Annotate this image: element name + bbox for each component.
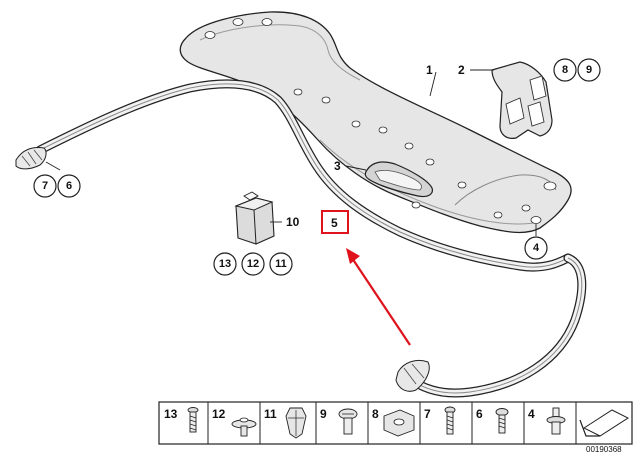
trim-panel bbox=[179, 11, 572, 234]
strip-item-11: 11 bbox=[264, 407, 307, 439]
clip-part bbox=[234, 191, 275, 245]
svg-text:4: 4 bbox=[533, 242, 540, 254]
callout-2: 2 bbox=[458, 63, 465, 77]
callout-9: 9 bbox=[577, 58, 601, 82]
fastener-strip: 13 12 11 9 bbox=[158, 401, 633, 445]
strip-item-8: 8 bbox=[372, 407, 415, 437]
strip-item-9: 9 bbox=[320, 407, 358, 435]
document-number: 00190368 bbox=[586, 445, 622, 454]
svg-text:10: 10 bbox=[286, 215, 300, 229]
callout-3: 3 bbox=[334, 159, 341, 173]
svg-text:5: 5 bbox=[331, 216, 338, 230]
svg-text:12: 12 bbox=[247, 258, 259, 270]
callout-1: 1 bbox=[426, 63, 433, 77]
nut-clip-icon bbox=[383, 409, 415, 437]
svg-text:9: 9 bbox=[320, 407, 327, 421]
svg-text:11: 11 bbox=[264, 407, 277, 421]
svg-text:1: 1 bbox=[426, 63, 433, 77]
svg-text:2: 2 bbox=[458, 63, 465, 77]
strip-item-13: 13 bbox=[164, 407, 199, 433]
push-pin-icon bbox=[338, 408, 358, 435]
callout-7: 7 bbox=[33, 174, 57, 198]
svg-text:12: 12 bbox=[212, 407, 226, 421]
callout-4: 4 bbox=[524, 236, 548, 260]
svg-text:4: 4 bbox=[528, 407, 535, 421]
svg-text:13: 13 bbox=[219, 258, 231, 270]
strip-item-12: 12 bbox=[212, 407, 257, 437]
spreader-clip-icon bbox=[285, 407, 307, 439]
svg-text:3: 3 bbox=[334, 159, 341, 173]
strip-item-4: 4 bbox=[528, 407, 566, 435]
bolt-icon bbox=[444, 406, 456, 435]
callout-10: 10 bbox=[286, 215, 300, 229]
svg-text:9: 9 bbox=[586, 64, 592, 76]
svg-text:11: 11 bbox=[275, 258, 287, 270]
strip-item-6: 6 bbox=[476, 407, 509, 434]
svg-text:6: 6 bbox=[66, 180, 72, 192]
rivet-clip-icon bbox=[231, 417, 257, 437]
flange-screw-icon bbox=[495, 408, 509, 434]
highlight-arrow bbox=[346, 248, 411, 346]
svg-text:13: 13 bbox=[164, 407, 178, 421]
callout-12: 12 bbox=[241, 252, 265, 276]
svg-text:8: 8 bbox=[372, 407, 379, 421]
callout-6: 6 bbox=[57, 174, 81, 198]
svg-text:6: 6 bbox=[476, 407, 483, 421]
callout-11: 11 bbox=[269, 252, 293, 276]
callout-5-highlighted: 5 bbox=[321, 210, 349, 234]
seal-strip bbox=[15, 79, 587, 398]
svg-text:7: 7 bbox=[42, 180, 48, 192]
direction-arrow-icon bbox=[579, 409, 630, 437]
stud-icon bbox=[546, 407, 566, 435]
bracket bbox=[491, 61, 553, 139]
screw-icon bbox=[187, 407, 199, 433]
strip-item-7: 7 bbox=[424, 406, 456, 435]
svg-text:8: 8 bbox=[562, 64, 568, 76]
svg-text:7: 7 bbox=[424, 407, 431, 421]
callout-8: 8 bbox=[553, 58, 577, 82]
callout-13: 13 bbox=[213, 252, 237, 276]
leader-lines bbox=[45, 69, 537, 236]
